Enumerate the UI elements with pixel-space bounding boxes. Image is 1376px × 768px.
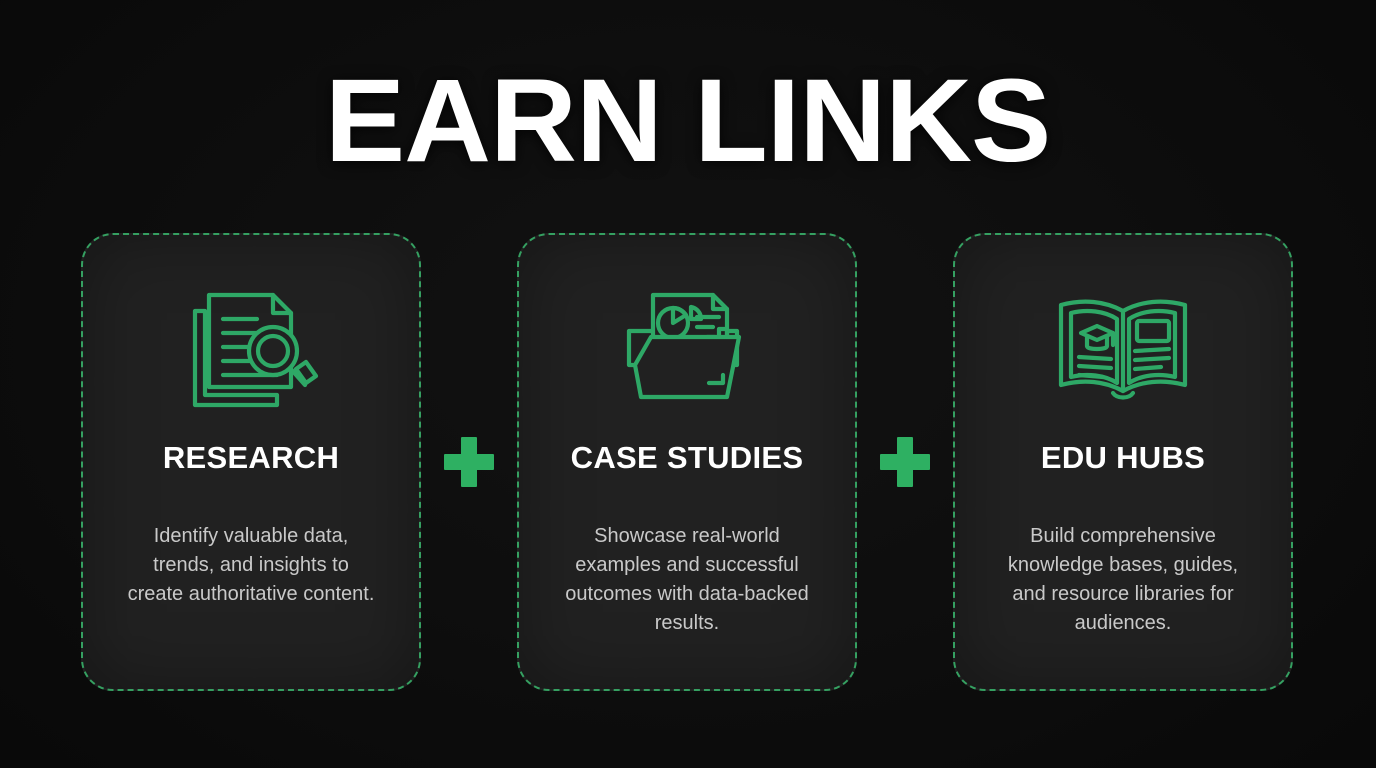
open-book-graduation-cap-icon: [1048, 281, 1198, 416]
card-title: EDU HUBS: [1040, 440, 1206, 475]
plus-separator-1: [421, 233, 517, 691]
cards-row: RESEARCH Identify valuable data, trends,…: [81, 233, 1297, 691]
card-research[interactable]: RESEARCH Identify valuable data, trends,…: [81, 233, 421, 691]
card-description: Identify valuable data, trends, and insi…: [127, 525, 375, 605]
page-title-container: EARN LINKS: [0, 62, 1376, 180]
documents-magnifier-icon: [176, 281, 326, 416]
card-description: Build comprehensive knowledge bases, gui…: [1007, 525, 1239, 634]
card-case-studies[interactable]: CASE STUDIES Showcase real-world example…: [517, 233, 857, 691]
card-edu-hubs[interactable]: EDU HUBS Build comprehensive knowledge b…: [953, 233, 1293, 691]
page-title: EARN LINKS: [325, 55, 1051, 187]
folder-chart-document-icon: [612, 281, 762, 416]
card-description: Showcase real-world examples and success…: [565, 525, 809, 634]
plus-icon: [880, 437, 930, 487]
card-title: CASE STUDIES: [570, 440, 804, 475]
plus-icon: [444, 437, 494, 487]
plus-separator-2: [857, 233, 953, 691]
card-title: RESEARCH: [162, 440, 340, 475]
